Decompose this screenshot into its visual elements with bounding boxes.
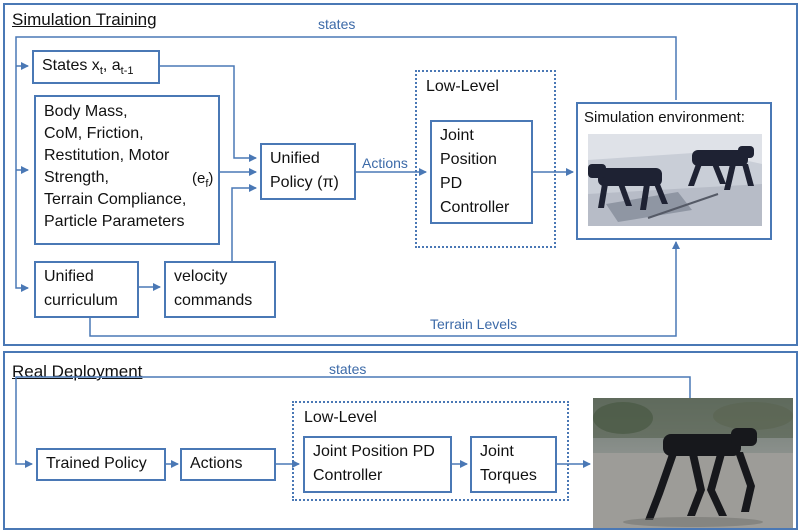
- sim-states-label: states: [318, 16, 356, 32]
- sim-low-level-label: Low-Level: [426, 78, 499, 95]
- trained-policy-box: Trained Policy: [36, 448, 166, 481]
- terrain-levels-line: [89, 241, 680, 337]
- states-to-policy-line: [160, 65, 257, 162]
- velocity-to-policy-line: [231, 184, 257, 261]
- deploy-states-label: states: [329, 361, 367, 377]
- deploy-joint-position-pd-box: Joint Position PD Controller: [303, 436, 452, 493]
- states-box: States xt, at-1: [32, 50, 160, 84]
- ef-label: (ef): [192, 170, 214, 190]
- terrain-levels-label: Terrain Levels: [430, 316, 518, 332]
- simulation-robot-image: [588, 134, 762, 226]
- unified-policy-box: Unified Policy (π): [260, 143, 356, 200]
- sim-low-level-group: [415, 70, 556, 248]
- deploy-states-feedback-line: [15, 376, 691, 468]
- environment-parameters-box: Body Mass, CoM, Friction, Restitution, M…: [34, 95, 220, 245]
- simulation-training-panel: [3, 3, 798, 346]
- deploy-low-level-label: Low-Level: [304, 409, 377, 426]
- velocity-commands-box: velocity commands: [164, 261, 276, 318]
- sim-states-feedback-line: [15, 36, 677, 292]
- real-deployment-panel: [3, 351, 798, 530]
- real-robot-photo: [593, 398, 793, 528]
- deploy-actions-box: Actions: [180, 448, 276, 481]
- deploy-low-level-group: [292, 401, 569, 501]
- actions-label: Actions: [362, 155, 408, 171]
- joint-torques-box: Joint Torques: [470, 436, 557, 493]
- joint-position-pd-box: Joint Position PD Controller: [430, 120, 533, 224]
- simulation-training-title: Simulation Training: [12, 10, 157, 29]
- unified-curriculum-box: Unified curriculum: [34, 261, 139, 318]
